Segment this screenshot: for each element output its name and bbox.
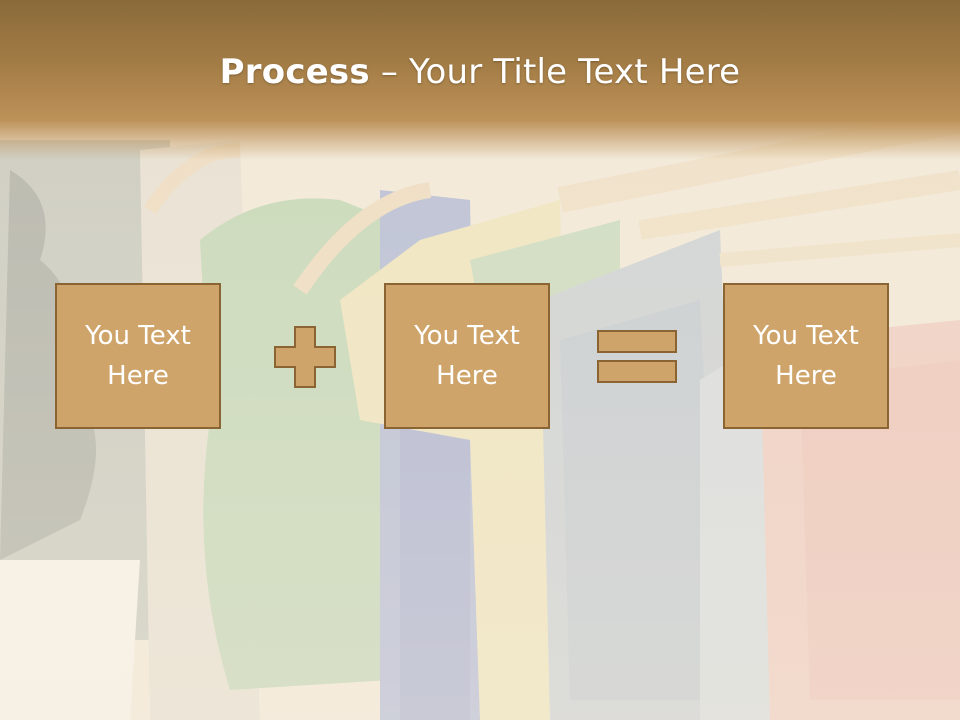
process-box-3-text: You Text Here [753,321,859,391]
process-box-2[interactable]: You Text Here [384,283,550,429]
process-box-2-text: You Text Here [414,321,520,391]
slide-title: Process – Your Title Text Here [0,52,960,92]
title-rest: Your Title Text Here [409,52,741,92]
equals-icon [597,330,677,383]
plus-icon [274,326,336,388]
title-dash: – [369,52,410,92]
process-box-1[interactable]: You Text Here [55,283,221,429]
title-band [0,0,960,160]
process-box-3[interactable]: You Text Here [723,283,889,429]
process-box-1-text: You Text Here [85,321,191,391]
title-bold: Process [219,52,370,92]
